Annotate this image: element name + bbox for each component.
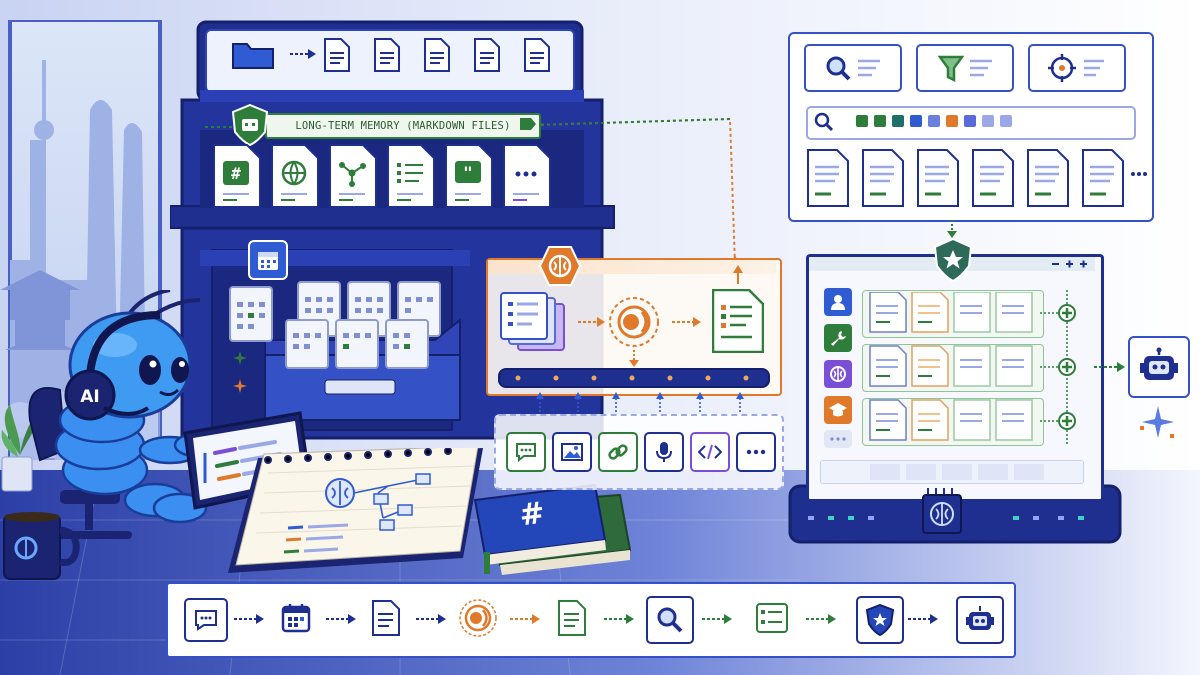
window-controls[interactable] — [1048, 257, 1092, 271]
ellipsis-icon[interactable] — [824, 430, 852, 448]
chat-icon[interactable] — [184, 598, 228, 642]
result-document[interactable] — [916, 148, 960, 208]
tag-swatch[interactable] — [964, 115, 976, 127]
memory-banner: LONG-TERM MEMORY (MARKDOWN FILES) — [265, 113, 541, 139]
result-document[interactable] — [1026, 148, 1070, 208]
notebook-cover-symbol: # — [517, 495, 547, 533]
sparkle-icon — [232, 378, 248, 394]
arrow-connector — [290, 49, 316, 59]
memory-shield-icon — [230, 104, 270, 146]
markdown-file[interactable] — [270, 142, 320, 210]
calendar-icon[interactable] — [276, 598, 316, 638]
pipeline-arrows — [234, 614, 938, 624]
filter-tool-button[interactable] — [916, 44, 1014, 92]
tag-swatch[interactable] — [910, 115, 922, 127]
search-icon — [812, 110, 836, 134]
link-icon[interactable] — [598, 432, 638, 472]
markdown-file[interactable]: # — [212, 142, 262, 210]
input-documents-stack — [500, 292, 566, 352]
target-tool-button[interactable] — [1028, 44, 1126, 92]
folder-icon[interactable] — [218, 36, 288, 72]
chat-icon[interactable] — [506, 432, 546, 472]
calendar-card[interactable] — [334, 318, 380, 370]
wrench-icon[interactable] — [824, 324, 852, 352]
ai-character — [28, 290, 217, 539]
calendar-card[interactable] — [228, 285, 274, 343]
calendar-icon — [248, 240, 288, 280]
memory-banner-label: LONG-TERM MEMORY (MARKDOWN FILES) — [295, 120, 511, 132]
brain-icon[interactable] — [824, 360, 852, 388]
shield-icon[interactable] — [856, 596, 904, 644]
code-icon[interactable] — [690, 432, 730, 472]
ellipsis-icon[interactable] — [1128, 166, 1150, 182]
arrow-connector — [629, 350, 639, 367]
robot-badge: AI — [70, 383, 110, 411]
tag-swatch[interactable] — [946, 115, 958, 127]
markdown-file[interactable]: " — [444, 142, 494, 210]
result-document[interactable] — [1081, 148, 1125, 208]
document-icon[interactable] — [472, 36, 502, 74]
notebook-cover: # — [500, 490, 564, 537]
coffee-mug — [3, 512, 80, 580]
input-bus-dots — [515, 375, 749, 381]
arrow-connector — [733, 265, 743, 284]
arrow-connector — [947, 220, 957, 238]
process-core-icon — [606, 294, 662, 350]
arrow-connector — [672, 317, 701, 327]
markdown-file[interactable] — [328, 142, 378, 210]
calendar-card[interactable] — [384, 318, 430, 370]
tag-icon — [518, 116, 538, 132]
calendar-card[interactable] — [284, 318, 330, 370]
graduation-icon[interactable] — [824, 396, 852, 424]
output-document-icon — [710, 288, 766, 354]
tag-swatch[interactable] — [892, 115, 904, 127]
markdown-file[interactable] — [502, 142, 552, 210]
search-icon[interactable] — [646, 596, 694, 644]
document-icon[interactable] — [522, 36, 552, 74]
search-tool-button[interactable] — [804, 44, 902, 92]
microphone-icon[interactable] — [644, 432, 684, 472]
user-icon[interactable] — [824, 288, 852, 316]
robot-icon[interactable] — [1128, 336, 1190, 398]
robot-icon[interactable] — [956, 596, 1004, 644]
shield-badge-icon — [932, 238, 974, 282]
chip-icon — [914, 486, 970, 542]
sparkle-icon — [1140, 406, 1174, 438]
input-upward-arrows — [536, 392, 744, 412]
document-icon[interactable] — [422, 36, 452, 74]
brain-badge-icon — [538, 245, 582, 287]
checklist-icon[interactable] — [552, 596, 592, 640]
book-stack — [473, 483, 632, 575]
sparkle-icon — [232, 350, 248, 366]
result-document[interactable] — [806, 148, 850, 208]
tag-swatch[interactable] — [982, 115, 994, 127]
arrow-connector — [578, 317, 605, 327]
svg-text:": " — [463, 163, 473, 182]
document-icon[interactable] — [322, 36, 352, 74]
markdown-file[interactable] — [386, 142, 436, 210]
svg-text:#: # — [231, 164, 241, 183]
document-icon[interactable] — [366, 596, 406, 640]
result-document[interactable] — [861, 148, 905, 208]
arrow-connector — [1094, 362, 1125, 372]
add-row-controls — [1040, 290, 1076, 445]
process-icon[interactable] — [456, 596, 500, 640]
image-icon[interactable] — [552, 432, 592, 472]
document-icon[interactable] — [372, 36, 402, 74]
form-icon[interactable] — [752, 598, 792, 638]
ellipsis-icon[interactable] — [736, 432, 776, 472]
result-document[interactable] — [971, 148, 1015, 208]
tag-swatch[interactable] — [874, 115, 886, 127]
content-row-documents — [869, 292, 1033, 441]
robot-badge-label: AI — [80, 387, 100, 407]
tag-swatch[interactable] — [928, 115, 940, 127]
tag-swatch[interactable] — [1000, 115, 1012, 127]
tag-swatch[interactable] — [856, 115, 868, 127]
app-footer-cells — [870, 464, 1044, 480]
sketch-notebook — [228, 448, 483, 573]
